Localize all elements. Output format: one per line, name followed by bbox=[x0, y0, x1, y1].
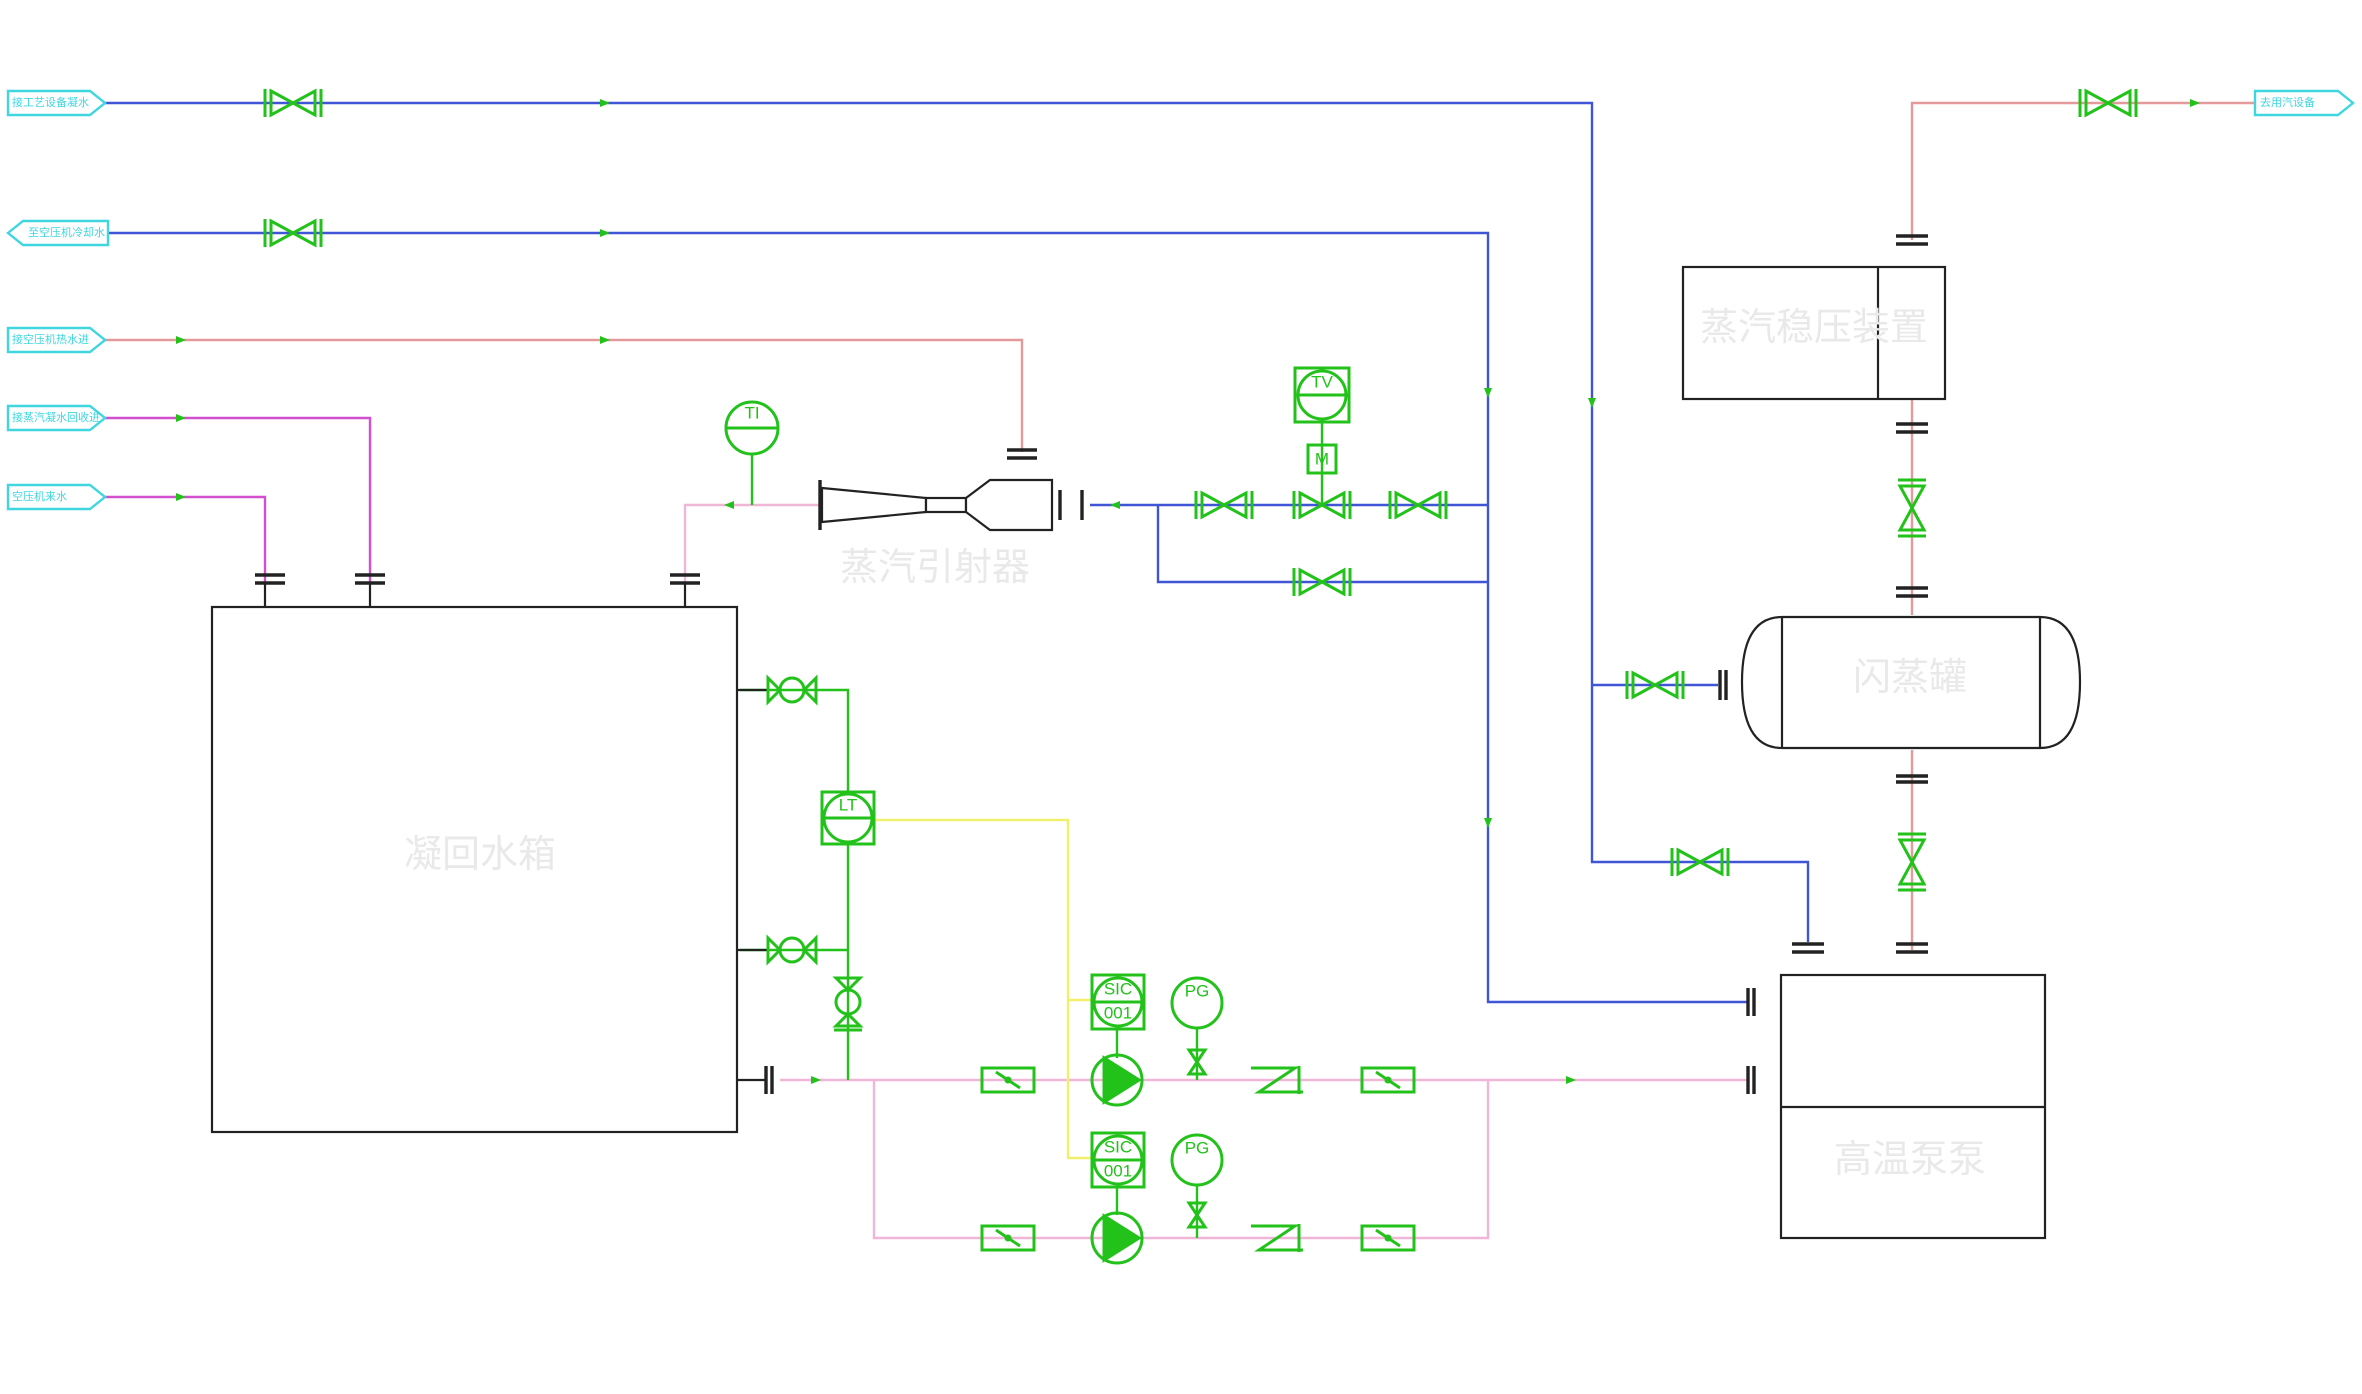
svg-text:接空压机热水进: 接空压机热水进 bbox=[12, 332, 89, 346]
gate-valve bbox=[1670, 847, 1730, 877]
pink-line-ejector-suction bbox=[683, 503, 820, 582]
flow-arrow bbox=[1588, 398, 1596, 408]
magenta-line-steam-condensate bbox=[105, 416, 372, 582]
speed-controller-1: SIC 001 bbox=[1090, 973, 1146, 1031]
ball-valve bbox=[766, 674, 818, 706]
svg-text:001: 001 bbox=[1104, 1161, 1132, 1180]
svg-text:TI: TI bbox=[744, 403, 759, 422]
water-tank-label: 凝回水箱 bbox=[404, 834, 556, 876]
gate-valve bbox=[263, 88, 323, 118]
gate-valve bbox=[1292, 567, 1352, 597]
blue-line-ejector-bypass bbox=[1156, 505, 1488, 584]
needle-valve bbox=[1186, 1048, 1208, 1076]
speed-controller-2: SIC 001 bbox=[1090, 1131, 1146, 1189]
svg-text:LT: LT bbox=[839, 795, 858, 814]
temperature-valve-controller: TV bbox=[1293, 366, 1351, 424]
svg-text:PG: PG bbox=[1185, 1138, 1210, 1157]
terminal-steam-out: 去用汽设备 bbox=[2253, 89, 2355, 117]
instruments: TI TV M LT SIC 001 SIC bbox=[724, 366, 1351, 1189]
strainer bbox=[980, 1066, 1036, 1094]
strainer bbox=[1360, 1224, 1416, 1252]
svg-text:SIC: SIC bbox=[1104, 979, 1132, 998]
svg-text:TV: TV bbox=[1311, 372, 1333, 391]
terminal-compressor-cooling-out: 至空压机冷却水 bbox=[6, 219, 110, 247]
flow-arrow bbox=[600, 99, 610, 107]
gate-valve bbox=[2078, 88, 2138, 118]
steam-ejector bbox=[818, 478, 1084, 532]
svg-text:PG: PG bbox=[1185, 981, 1210, 1000]
gate-valve bbox=[263, 218, 323, 248]
hp-pump-unit-label: 高温泵泵 bbox=[1834, 1139, 1986, 1181]
check-valve bbox=[1251, 1066, 1303, 1094]
strainer bbox=[980, 1224, 1036, 1252]
gate-valve-vertical bbox=[1897, 832, 1927, 892]
svg-text:接工艺设备凝水: 接工艺设备凝水 bbox=[12, 95, 89, 109]
svg-text:去用汽设备: 去用汽设备 bbox=[2260, 95, 2315, 109]
green-line-level-gauge bbox=[740, 688, 850, 1080]
flow-arrow bbox=[176, 414, 186, 422]
svg-text:至空压机冷却水: 至空压机冷却水 bbox=[28, 225, 105, 239]
control-valve bbox=[1292, 490, 1352, 520]
pressure-gauge-1: PG bbox=[1170, 976, 1224, 1030]
flow-arrow bbox=[1566, 1076, 1576, 1084]
water-tank bbox=[210, 605, 739, 1134]
flow-arrow bbox=[600, 336, 610, 344]
terminal-condensate-in: 接工艺设备凝水 bbox=[6, 89, 107, 117]
steam-ejector-label: 蒸汽引射器 bbox=[840, 547, 1030, 589]
magenta-line-compressor-water bbox=[105, 495, 267, 582]
pink-line-pump2 bbox=[872, 1080, 1490, 1240]
flash-tank-label: 闪蒸罐 bbox=[1853, 657, 1967, 699]
needle-valve bbox=[1186, 1201, 1208, 1229]
flow-arrow bbox=[1110, 501, 1120, 509]
svg-text:001: 001 bbox=[1104, 1003, 1132, 1022]
red-line-hot-water bbox=[105, 338, 1024, 452]
valves bbox=[263, 88, 2138, 1252]
blue-line-compressor-cooling bbox=[108, 231, 1748, 1004]
flow-arrow bbox=[176, 336, 186, 344]
flow-arrow bbox=[811, 1076, 821, 1084]
pipe-lines bbox=[105, 101, 2255, 1240]
ball-valve bbox=[766, 934, 818, 966]
flow-arrows bbox=[176, 99, 2200, 1084]
vessels: 凝回水箱 蒸汽引射器 蒸汽稳压装置 闪蒸罐 高温泵泵 bbox=[210, 265, 2082, 1240]
terminal-compressor-hot-water-in: 接空压机热水进 bbox=[6, 326, 107, 354]
strainer bbox=[1360, 1066, 1416, 1094]
flow-arrow bbox=[724, 501, 734, 509]
yellow-signal-line bbox=[874, 818, 1092, 1002]
gate-valve-vertical bbox=[1897, 478, 1927, 538]
gate-valve bbox=[1388, 490, 1448, 520]
flow-arrow bbox=[176, 493, 186, 501]
red-line-steam-supply bbox=[1910, 101, 2255, 240]
svg-text:SIC: SIC bbox=[1104, 1137, 1132, 1156]
check-valve bbox=[1251, 1224, 1303, 1252]
terminal-compressor-water-in: 空压机来水 bbox=[6, 483, 107, 511]
blue-line-condensate bbox=[105, 101, 1810, 942]
flow-arrow bbox=[600, 229, 610, 237]
gate-valve bbox=[1194, 490, 1254, 520]
ball-valve-vertical bbox=[832, 976, 864, 1032]
yellow-signal-line-2 bbox=[1066, 1000, 1092, 1160]
pressure-gauge-2: PG bbox=[1170, 1133, 1224, 1187]
svg-text:接蒸汽凝水回收进: 接蒸汽凝水回收进 bbox=[12, 410, 100, 424]
steam-drum-label: 蒸汽稳压装置 bbox=[1700, 307, 1928, 349]
svg-text:M: M bbox=[1315, 449, 1329, 468]
nozzles bbox=[255, 234, 1928, 1094]
circulation-pump-2 bbox=[1090, 1211, 1144, 1265]
svg-text:空压机来水: 空压机来水 bbox=[12, 489, 67, 503]
level-transmitter: LT bbox=[820, 790, 876, 846]
motor-actuator: M bbox=[1306, 443, 1338, 475]
terminal-steam-condensate-in: 接蒸汽凝水回收进 bbox=[6, 404, 107, 432]
circulation-pump-1 bbox=[1090, 1053, 1144, 1107]
gate-valve bbox=[1625, 670, 1685, 700]
temperature-indicator: TI bbox=[724, 400, 780, 456]
pumps bbox=[1090, 1053, 1144, 1265]
steam-drum bbox=[1681, 265, 1947, 401]
flow-arrow bbox=[2190, 99, 2200, 107]
flow-arrow bbox=[1484, 388, 1492, 398]
terminals: 接工艺设备凝水 至空压机冷却水 接空压机热水进 接蒸汽凝水回收进 空压机来水 去… bbox=[6, 89, 2355, 511]
flow-arrow bbox=[1484, 818, 1492, 828]
